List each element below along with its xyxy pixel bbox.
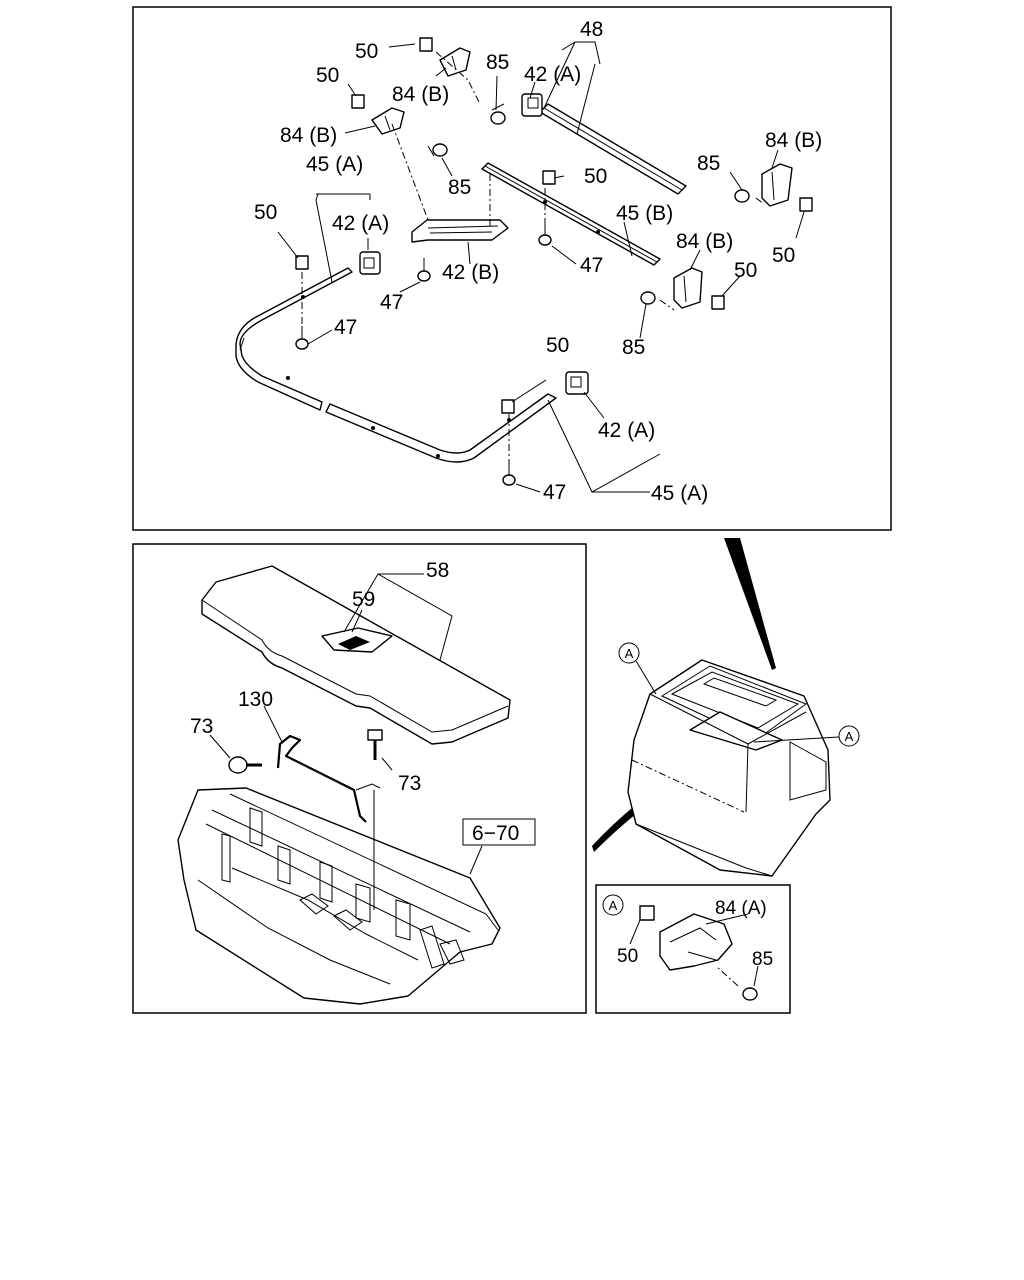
label-45b: 45 (B) [616, 202, 673, 225]
holder-42a-top [521, 93, 543, 117]
top-labels: 48 50 85 42 (A) 50 84 (B) 84 (B) 84 (B) … [254, 18, 822, 505]
label-73-b: 73 [398, 772, 421, 795]
label-45a-a: 45 (A) [306, 153, 363, 176]
top-leader-lines [277, 41, 805, 493]
label-130: 130 [238, 688, 273, 711]
pad-59 [321, 627, 393, 653]
label-47-c: 47 [334, 316, 357, 339]
bottom-left-leader-lines [209, 573, 483, 875]
detail-bracket-84a [659, 913, 733, 971]
detail-label-85: 85 [752, 949, 773, 970]
label-ref-6-70: 6−70 [472, 822, 519, 845]
bracket-84b-2 [371, 107, 405, 135]
holder-42a-right [565, 371, 589, 395]
label-85-d: 85 [622, 336, 645, 359]
label-73-a: 73 [190, 715, 213, 738]
holder-42a-left [359, 251, 381, 275]
label-58: 58 [426, 559, 449, 582]
label-50-b: 50 [316, 64, 339, 87]
label-84b-b: 84 (B) [280, 124, 337, 147]
label-42a-c: 42 (A) [598, 419, 655, 442]
detail-label-50: 50 [617, 946, 638, 967]
detail-a: A 84 (A) 50 85 [602, 894, 773, 987]
label-84b-a: 84 (B) [392, 83, 449, 106]
label-85-a: 85 [486, 51, 509, 74]
label-85-b: 85 [697, 152, 720, 175]
rail-45b [481, 162, 661, 266]
label-84b-c: 84 (B) [765, 129, 822, 152]
label-45a-b: 45 (A) [651, 482, 708, 505]
shelf-58 [201, 565, 511, 745]
label-84b-d: 84 (B) [676, 230, 733, 253]
label-50-e: 50 [772, 244, 795, 267]
detail-clip-50-icon [639, 905, 655, 921]
label-42a-a: 42 (A) [524, 63, 581, 86]
label-50-d: 50 [254, 201, 277, 224]
vehicle-sketch [592, 538, 831, 877]
label-50-c: 50 [584, 165, 607, 188]
label-50-g: 50 [546, 334, 569, 357]
detail-a-panel-frame [595, 884, 791, 1014]
bracket-42b [411, 219, 509, 243]
label-59: 59 [352, 588, 375, 611]
bottom-left-panel-frame [132, 543, 587, 1014]
detail-label-84a: 84 (A) [715, 898, 767, 919]
label-85-c: 85 [448, 176, 471, 199]
detail-a-marker: A [609, 898, 618, 913]
label-47-b: 47 [380, 291, 403, 314]
clip-50-icon [295, 37, 813, 414]
bolt-73-icon [228, 729, 383, 774]
bracket-84b-3 [761, 163, 793, 207]
label-42b: 42 (B) [442, 261, 499, 284]
rail-48 [539, 103, 687, 195]
ref-box-6-70 [462, 818, 536, 846]
rail-45a [235, 267, 557, 463]
bracket-130 [276, 734, 381, 823]
bracket-84b-4 [673, 267, 703, 309]
label-47-d: 47 [543, 481, 566, 504]
label-50-f: 50 [734, 259, 757, 282]
vehicle-view-markers: A A [618, 642, 860, 747]
floor-panel [177, 787, 501, 1005]
alignment-lines [301, 51, 765, 470]
label-47-a: 47 [580, 254, 603, 277]
bracket-84b-1 [439, 47, 471, 77]
label-48: 48 [580, 18, 603, 41]
marker-a-2: A [845, 729, 854, 744]
screw-85-icon [427, 103, 758, 1001]
label-42a-b: 42 (A) [332, 212, 389, 235]
top-panel-frame [132, 6, 892, 531]
bottom-left-labels: 58 59 130 73 73 6−70 [190, 559, 536, 846]
pin-47-icon [295, 222, 552, 486]
label-50-a: 50 [355, 40, 378, 63]
marker-a-1: A [625, 646, 634, 661]
